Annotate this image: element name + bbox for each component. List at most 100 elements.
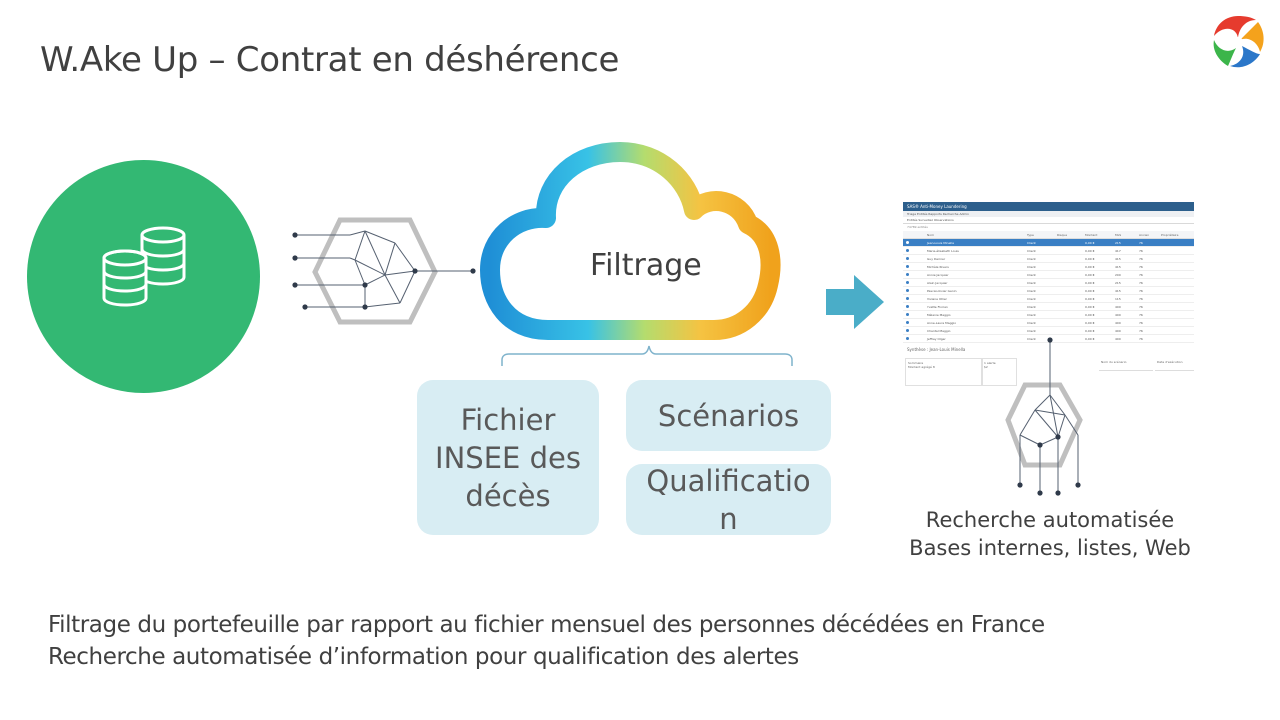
insee-deaths-box: Fichier INSEE des décès bbox=[417, 380, 599, 535]
cell-mls: 415 bbox=[1115, 265, 1121, 269]
table-header: Nom Type Risque Montant MLS Ancien Propr… bbox=[903, 231, 1194, 239]
cell-amt: 0,00 € bbox=[1085, 281, 1095, 285]
row-status-icon bbox=[906, 273, 909, 276]
cell-pct: 76 bbox=[1139, 257, 1143, 261]
col-owner: Propriétaire bbox=[1161, 233, 1179, 237]
cell-amt: 0,00 € bbox=[1085, 257, 1095, 261]
col-risk: Risque bbox=[1057, 233, 1068, 237]
cell-type: Client bbox=[1027, 265, 1036, 269]
cell-pct: 76 bbox=[1139, 337, 1143, 341]
col-type: Type bbox=[1027, 233, 1034, 237]
row-status-icon bbox=[906, 241, 909, 244]
row-status-icon bbox=[906, 337, 909, 340]
caption-right-line1: Recherche automatisée bbox=[925, 508, 1175, 532]
alert-title: 1 alerte bbox=[984, 361, 996, 365]
network-search-icon bbox=[1000, 335, 1090, 504]
company-logo bbox=[1208, 12, 1268, 72]
cell-amt: 0,00 € bbox=[1085, 337, 1095, 341]
cell-pct: 76 bbox=[1139, 305, 1143, 309]
cell-mls: 400 bbox=[1115, 321, 1121, 325]
cell-pct: 76 bbox=[1139, 241, 1143, 245]
cell-type: Client bbox=[1027, 257, 1036, 261]
scenarios-box: Scénarios bbox=[626, 380, 831, 451]
cell-amt: 0,00 € bbox=[1085, 321, 1095, 325]
app-tabs: Entités Surveillez Observations bbox=[903, 217, 1194, 224]
cell-amt: 0,00 € bbox=[1085, 249, 1095, 253]
insee-deaths-label: Fichier INSEE des décès bbox=[435, 402, 581, 513]
cell-mls: 400 bbox=[1115, 337, 1121, 341]
cell-type: Client bbox=[1027, 241, 1036, 245]
cell-type: Client bbox=[1027, 305, 1036, 309]
cell-amt: 0,00 € bbox=[1085, 289, 1095, 293]
cell-mls: 417 bbox=[1115, 249, 1121, 253]
cell-mls: 200 bbox=[1115, 273, 1121, 277]
cell-name: Michèle Rivers bbox=[927, 265, 949, 269]
row-status-icon bbox=[906, 313, 909, 316]
automated-search-caption: Recherche automatisée Bases internes, li… bbox=[890, 506, 1210, 562]
cell-amt: 0,00 € bbox=[1085, 241, 1095, 245]
cell-name: Annie Jacquier bbox=[927, 273, 949, 277]
cell-mls: 215 bbox=[1115, 241, 1121, 245]
cell-name: Alain Jacquier bbox=[927, 281, 948, 285]
cell-mls: 415 bbox=[1115, 289, 1121, 293]
cell-amt: 0,00 € bbox=[1085, 313, 1095, 317]
cell-pct: 76 bbox=[1139, 313, 1143, 317]
database-icon bbox=[102, 226, 186, 307]
cell-amt: 0,00 € bbox=[1085, 297, 1095, 301]
summary-line: Montant agrégé 8 bbox=[908, 365, 935, 369]
cell-mls: 400 bbox=[1115, 329, 1121, 333]
cell-type: Client bbox=[1027, 249, 1036, 253]
cell-mls: 115 bbox=[1115, 297, 1121, 301]
cell-name: Viviane Ollier bbox=[927, 297, 947, 301]
table-row: Jeffrey Olger Client 0,00 € 400 76 bbox=[903, 335, 1194, 343]
cell-type: Client bbox=[1027, 289, 1036, 293]
cell-pct: 76 bbox=[1139, 329, 1143, 333]
row-status-icon bbox=[906, 329, 909, 332]
summary-title: Sommaire bbox=[908, 361, 924, 365]
synthesis-title: Synthèse : Jean-Louis Minella bbox=[907, 347, 966, 352]
entity-count: 74789 entités bbox=[907, 225, 928, 229]
row-status-icon bbox=[906, 289, 909, 292]
cell-name: Pascal-olivier Genin bbox=[927, 289, 957, 293]
cell-pct: 76 bbox=[1139, 297, 1143, 301]
cell-type: Client bbox=[1027, 313, 1036, 317]
cell-pct: 76 bbox=[1139, 265, 1143, 269]
col-amount: Montant bbox=[1085, 233, 1098, 237]
row-status-icon bbox=[906, 321, 909, 324]
row-status-icon bbox=[906, 305, 909, 308]
description-line2: Recherche automatisée d’information pour… bbox=[48, 644, 799, 670]
aml-app-screenshot: SAS® Anti-Money Laundering Triage Entité… bbox=[903, 202, 1194, 396]
cell-type: Client bbox=[1027, 337, 1036, 341]
scenarios-label: Scénarios bbox=[657, 398, 800, 433]
row-status-icon bbox=[906, 249, 909, 252]
cloud-label: Filtrage bbox=[590, 248, 702, 283]
cell-amt: 0,00 € bbox=[1085, 273, 1095, 277]
cell-name: Jeffrey Olger bbox=[927, 337, 946, 341]
cell-mls: 415 bbox=[1115, 257, 1121, 261]
network-filter-icon bbox=[290, 215, 480, 334]
cell-amt: 0,00 € bbox=[1085, 305, 1095, 309]
synthesis-panels: Sommaire Montant agrégé 8 1 alerte $2 No… bbox=[903, 354, 1194, 386]
alert-panel: 1 alerte $2 bbox=[981, 358, 1017, 386]
scenario-name-col: Nom du scénario bbox=[1099, 358, 1153, 371]
col-mls: MLS bbox=[1115, 233, 1122, 237]
summary-panel: Sommaire Montant agrégé 8 bbox=[905, 358, 983, 386]
cell-name: Mélanie Maggio bbox=[927, 313, 951, 317]
grouping-brace bbox=[497, 344, 797, 373]
cell-pct: 76 bbox=[1139, 249, 1143, 253]
cell-type: Client bbox=[1027, 321, 1036, 325]
row-status-icon bbox=[906, 265, 909, 268]
cell-name: Anne-Laure Maggio bbox=[927, 321, 957, 325]
cell-type: Client bbox=[1027, 329, 1036, 333]
